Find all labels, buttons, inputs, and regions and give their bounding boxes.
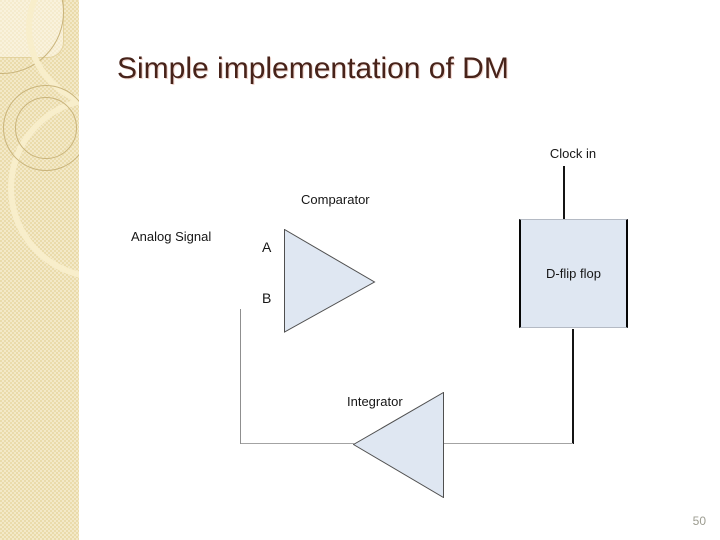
- sidebar-circle-outline: [3, 85, 79, 171]
- d-flip-flop-label: D-flip flop: [546, 266, 601, 281]
- integrator-label: Integrator: [347, 394, 403, 409]
- comparator-input-b-label: B: [262, 290, 272, 306]
- sidebar-decoration: [0, 0, 79, 540]
- integrator-shape: [353, 392, 444, 498]
- comparator-input-a-label: A: [262, 239, 272, 255]
- sidebar-circle-outline: [15, 97, 77, 159]
- dff-output-wire: [572, 329, 574, 444]
- comparator-shape: [284, 229, 376, 333]
- page-number: 50: [692, 514, 706, 528]
- comparator-label: Comparator: [301, 192, 370, 207]
- clock-wire: [563, 166, 565, 219]
- feedback-wire-left: [240, 443, 354, 444]
- feedback-wire-up: [240, 309, 241, 444]
- analog-signal-label: Analog Signal: [131, 229, 212, 244]
- clock-in-label: Clock in: [549, 146, 597, 161]
- d-flip-flop-box: D-flip flop: [519, 219, 628, 328]
- feedback-wire-right: [443, 443, 573, 444]
- slide-title: Simple implementation of DM: [117, 52, 509, 85]
